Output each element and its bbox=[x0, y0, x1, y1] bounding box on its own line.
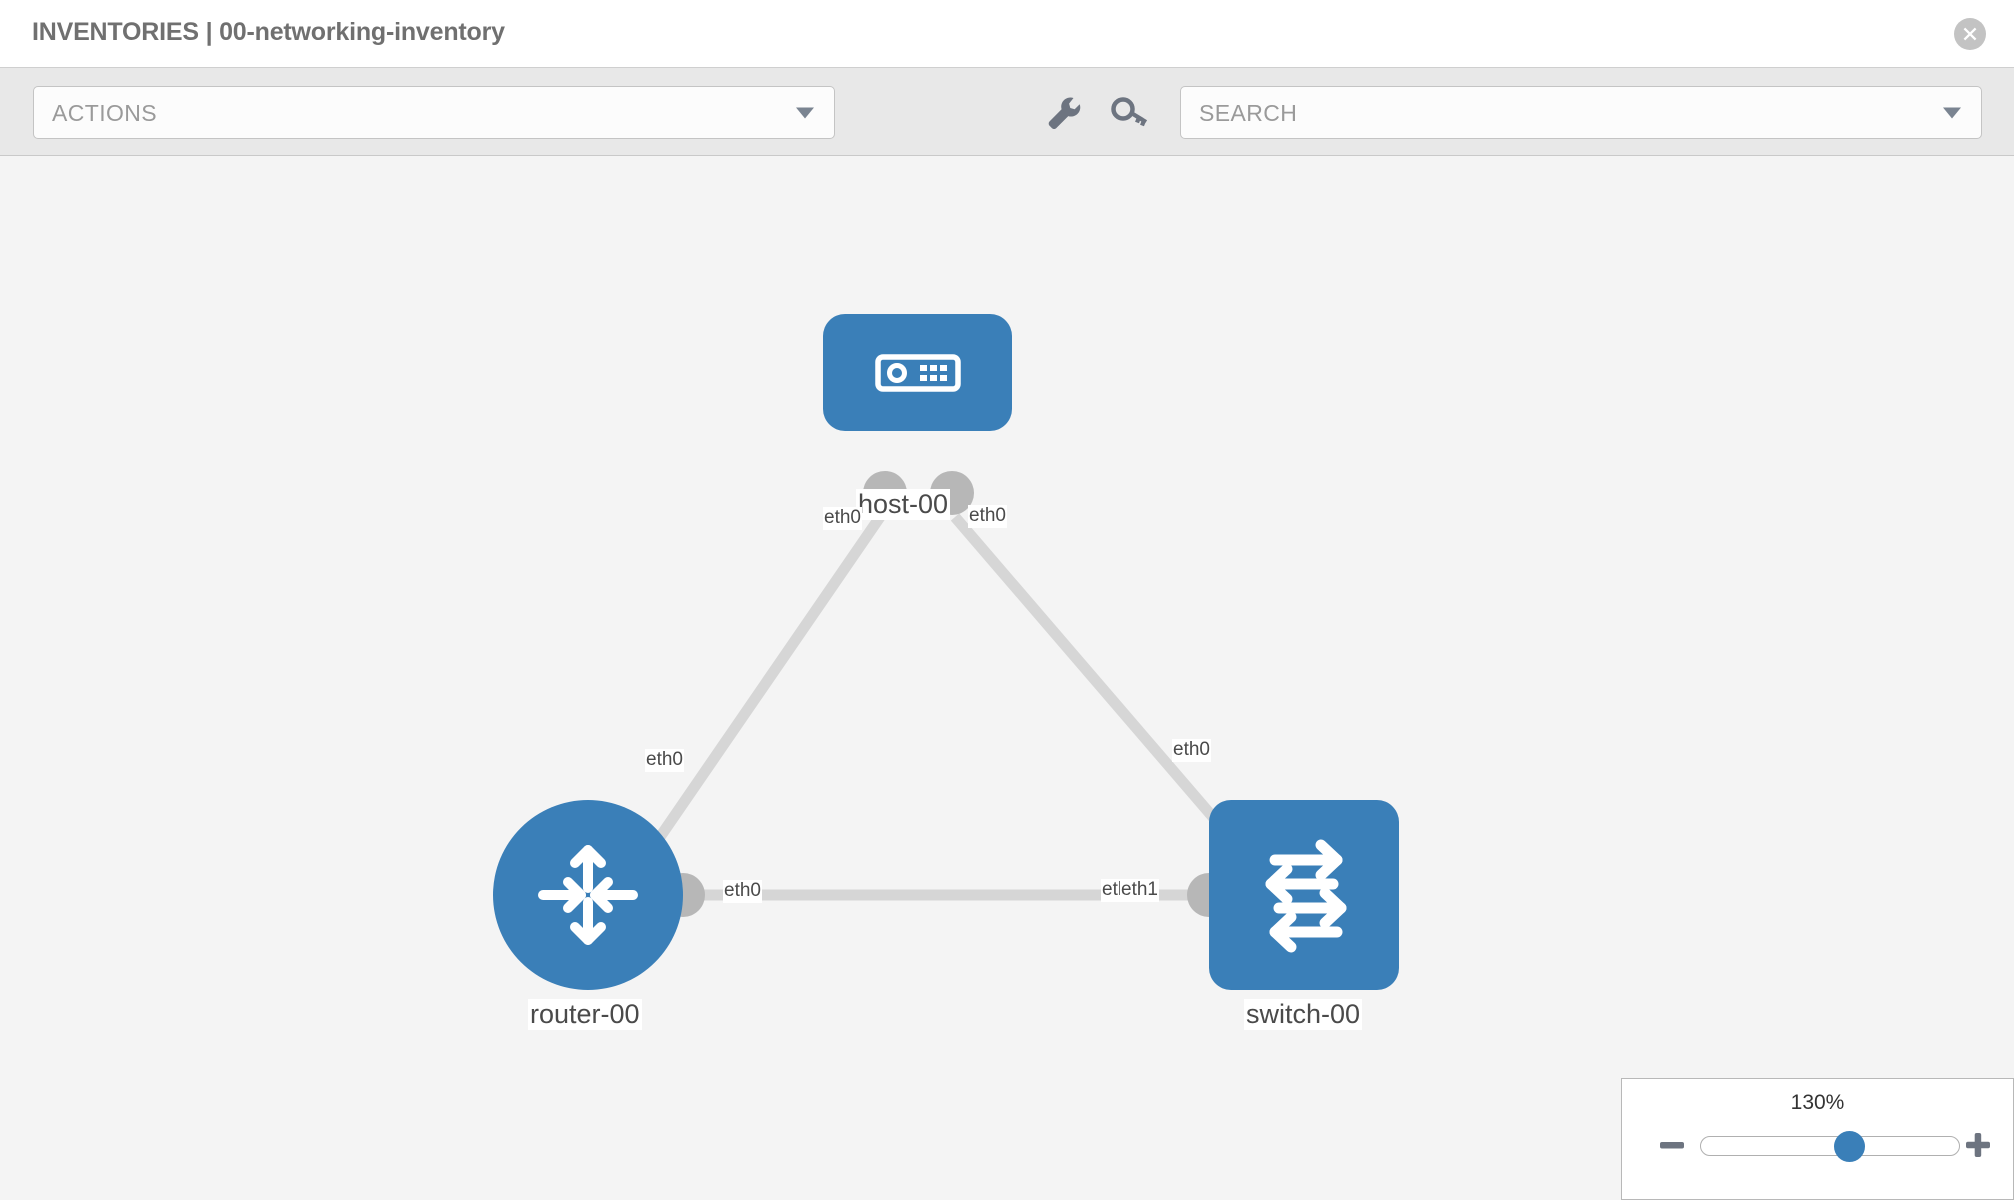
node-switch-00[interactable] bbox=[1209, 800, 1399, 990]
search-input[interactable]: SEARCH bbox=[1180, 86, 1982, 139]
link-router-host[interactable] bbox=[655, 513, 885, 841]
wrench-button[interactable] bbox=[1042, 92, 1086, 134]
page-header: INVENTORIES | 00-networking-inventory bbox=[0, 0, 2014, 68]
chevron-down-icon bbox=[796, 107, 814, 118]
page-title: INVENTORIES | 00-networking-inventory bbox=[32, 18, 505, 46]
wrench-icon bbox=[1048, 97, 1081, 129]
toolbar: ACTIONS SEARCH bbox=[0, 68, 2014, 156]
zoom-in-button[interactable] bbox=[1961, 1128, 1995, 1162]
key-icon bbox=[1111, 97, 1148, 127]
zoom-slider-thumb[interactable] bbox=[1833, 1131, 1865, 1162]
iface-label-switch-eth1: eth1 bbox=[1120, 879, 1159, 902]
node-host-00[interactable] bbox=[823, 314, 1012, 431]
minus-icon bbox=[1660, 1142, 1684, 1149]
actions-dropdown-label: ACTIONS bbox=[52, 100, 158, 126]
close-icon bbox=[1963, 27, 1977, 41]
iface-label-router-eth0-up: eth0 bbox=[645, 749, 684, 772]
iface-label-switch-eth0-up: eth0 bbox=[1172, 739, 1211, 762]
zoom-out-button[interactable] bbox=[1655, 1128, 1689, 1162]
iface-label-router-eth0-right: eth0 bbox=[723, 880, 762, 903]
node-router-00-shape[interactable] bbox=[493, 800, 683, 990]
search-input-value: SEARCH bbox=[1199, 100, 1298, 126]
zoom-slider[interactable] bbox=[1700, 1131, 1960, 1162]
zoom-percent-label: 130% bbox=[1790, 1091, 1845, 1114]
node-host-00-shape[interactable] bbox=[823, 314, 1012, 431]
server-icon bbox=[874, 353, 961, 392]
switch-arrows-icon bbox=[1265, 839, 1347, 953]
actions-dropdown[interactable]: ACTIONS bbox=[33, 86, 835, 139]
zoom-control-panel: 130% bbox=[1621, 1078, 2014, 1200]
node-router-00-label: router-00 bbox=[528, 999, 642, 1031]
chevron-down-icon bbox=[1943, 107, 1961, 118]
node-host-00-label: host-00 bbox=[856, 489, 951, 521]
node-switch-00-label: switch-00 bbox=[1244, 999, 1363, 1031]
zoom-slider-row bbox=[1622, 1125, 2013, 1165]
topology-canvas[interactable]: host-00 router bbox=[0, 157, 2014, 1200]
link-host-switch[interactable] bbox=[950, 513, 1235, 841]
plus-icon bbox=[1966, 1133, 1990, 1157]
key-button[interactable] bbox=[1108, 92, 1152, 134]
node-router-00[interactable] bbox=[493, 800, 683, 990]
node-switch-00-shape[interactable] bbox=[1209, 800, 1399, 990]
iface-label-host-eth0-left: eth0 bbox=[823, 507, 862, 530]
close-button[interactable] bbox=[1954, 18, 1986, 50]
iface-label-host-eth0-right: eth0 bbox=[968, 505, 1007, 528]
router-arrows-icon bbox=[538, 845, 638, 945]
